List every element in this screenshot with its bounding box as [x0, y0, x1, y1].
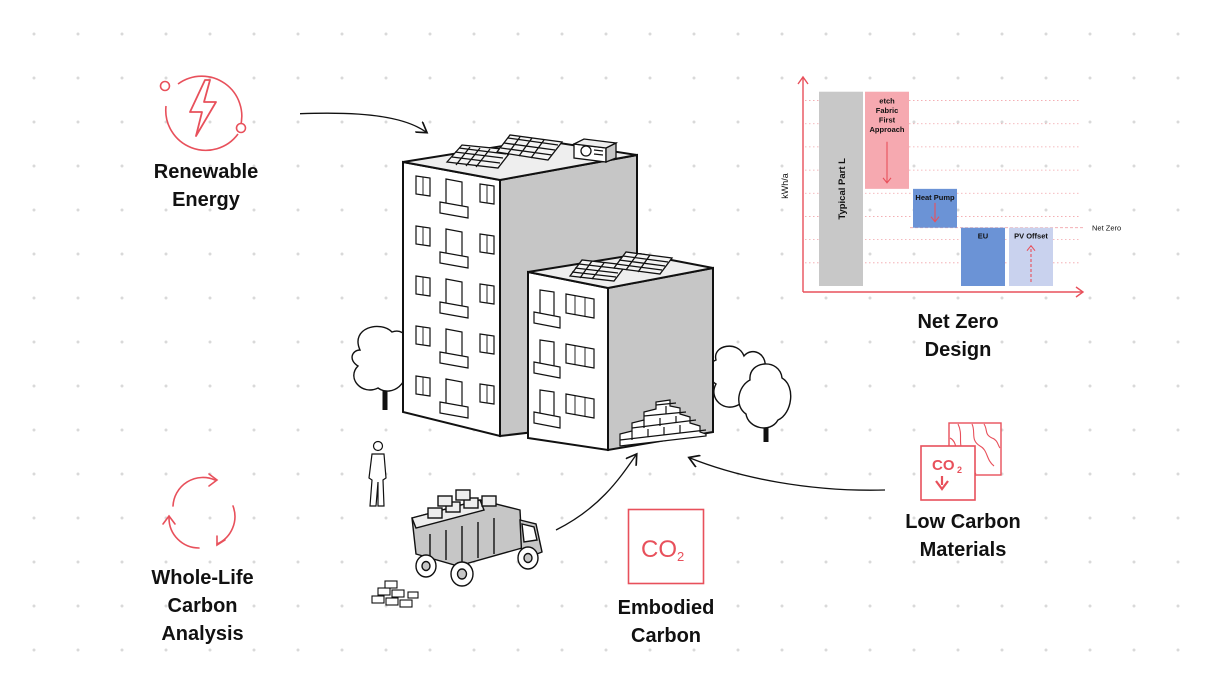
- bar-label: EU: [978, 232, 988, 241]
- bar-label: Fabric: [876, 106, 899, 115]
- dump-truck: [411, 489, 543, 587]
- bar-arrow-up-head: [1026, 244, 1036, 252]
- arrow-renewable: [300, 112, 426, 132]
- heat-pump-unit: [571, 138, 619, 163]
- bar-label: Heat Pump: [915, 193, 955, 202]
- co2-subscript: 2: [677, 549, 684, 564]
- co2-text: CO: [932, 457, 955, 474]
- lightning-cycle-icon: [159, 75, 247, 152]
- bar-arrow-down: [882, 141, 892, 184]
- bar-label: Typical Part L: [837, 158, 848, 220]
- person-figure: [368, 440, 387, 507]
- y-axis-arrow: [797, 75, 809, 85]
- co2-text: CO: [641, 536, 677, 563]
- bar-eu: [961, 227, 1005, 286]
- co2-box-icon: CO 2: [627, 508, 705, 585]
- brick-pile: [371, 580, 419, 608]
- bar-arrow-down: [930, 202, 940, 223]
- net-zero-chart: Typical Part L etchFabricFirstApproachHea…: [780, 75, 1121, 298]
- brick-stack: [619, 399, 707, 447]
- low-carbon-materials-icon: CO 2: [920, 422, 1002, 501]
- building-illustration: [300, 112, 886, 608]
- tree-right: [707, 345, 792, 442]
- bar-label: PV Offset: [1014, 232, 1048, 241]
- short-building: [527, 252, 714, 452]
- y-axis-label: kWh/a: [780, 173, 790, 199]
- solar-panels-short: [568, 251, 674, 282]
- bar-label: etch: [879, 97, 895, 106]
- tree-left: [351, 325, 410, 410]
- co2-subscript: 2: [957, 465, 962, 475]
- arrow-embodied: [555, 455, 636, 531]
- solar-panels-tall: [445, 134, 564, 169]
- bar-label: Approach: [869, 125, 904, 134]
- x-axis-arrow: [1075, 286, 1085, 298]
- net-zero-label: Net Zero: [1092, 224, 1121, 233]
- bar-label: First: [879, 116, 896, 125]
- bar-typical-part-l: [819, 91, 863, 286]
- arrow-materials: [690, 458, 886, 491]
- recycle-cycle-icon: [162, 473, 236, 549]
